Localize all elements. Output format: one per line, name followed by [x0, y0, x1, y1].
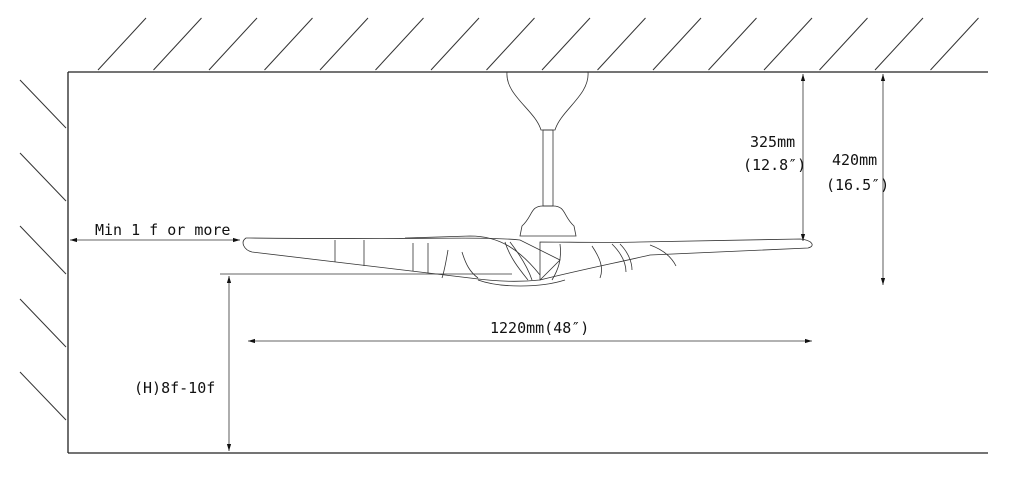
hatch-line: [19, 298, 67, 348]
hatch-line: [930, 17, 979, 71]
hatch-line: [97, 17, 147, 71]
wall-hatch: [19, 79, 67, 421]
total-drop-mm-label: 420mm: [832, 151, 877, 169]
hatch-line: [19, 152, 67, 202]
total-drop-in-label: (16.5″): [826, 176, 889, 194]
hatch-line: [874, 17, 924, 71]
fan-blade-right: [539, 238, 813, 281]
hatch-line: [319, 17, 369, 71]
ceiling-hatch: [97, 17, 979, 71]
hatch-line: [708, 17, 757, 71]
fan-motor-housing: [519, 205, 577, 237]
hatch-line: [264, 17, 313, 71]
fan-downrod: [542, 129, 554, 207]
fan-hub-bottom: [477, 279, 566, 287]
wall-clearance-label: Min 1 f or more: [95, 221, 230, 239]
hatch-line: [763, 17, 813, 71]
fan-canopy: [506, 71, 589, 131]
hatch-line: [541, 17, 591, 71]
hatch-line: [430, 17, 480, 71]
hatch-line: [19, 371, 67, 421]
hatch-line: [652, 17, 702, 71]
floor-height-label: (H)8f-10f: [134, 379, 215, 397]
blade-ribs: [334, 240, 677, 281]
hatch-line: [486, 17, 535, 71]
fan-blade-left: [242, 237, 561, 282]
hatch-line: [208, 17, 258, 71]
hatch-line: [19, 225, 67, 275]
blade-span-label: 1220mm(48″): [490, 319, 589, 337]
blade-drop-in-label: (12.8″): [743, 156, 806, 174]
hatch-line: [819, 17, 868, 71]
hatch-line: [153, 17, 202, 71]
hatch-line: [597, 17, 646, 71]
fan-blade-back: [404, 235, 541, 276]
blade-drop-mm-label: 325mm: [750, 133, 795, 151]
hatch-line: [19, 79, 67, 129]
hatch-line: [375, 17, 424, 71]
ceiling-fan: [242, 71, 813, 287]
